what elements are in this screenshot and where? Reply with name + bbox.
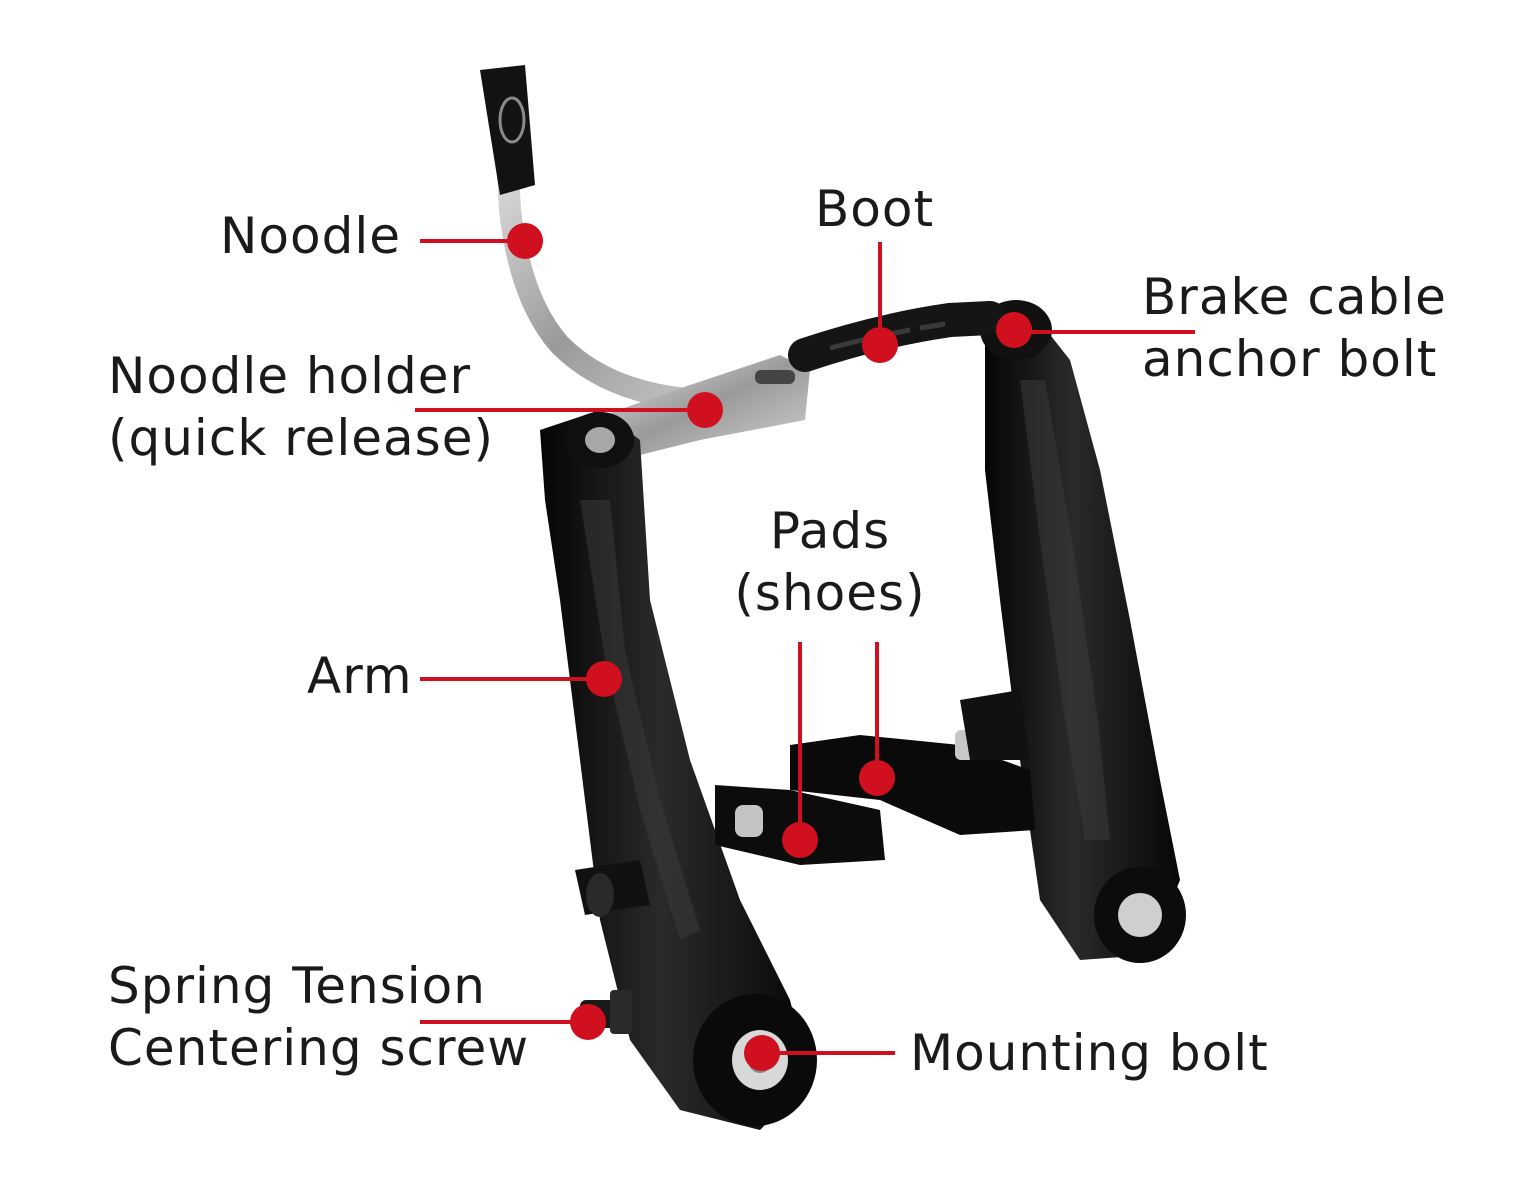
arm-label: Arm	[307, 645, 413, 707]
arm-label-line-1: Arm	[307, 647, 413, 705]
noodle-holder-callout	[415, 392, 723, 428]
noodle-label-line-1: Noodle	[220, 207, 401, 265]
boot-callout	[862, 242, 898, 363]
right-arm-bridge	[960, 690, 1030, 760]
brake-cable-anchor-bolt-callout	[996, 312, 1195, 348]
boot-shape	[788, 301, 1007, 372]
pads-label-line-1: Pads	[769, 502, 891, 560]
pads-label-line-2: (shoes)	[734, 564, 926, 622]
boot-label: Boot	[815, 178, 934, 240]
brake-cable-anchor-bolt-label-line-1: Brake cable	[1142, 268, 1447, 326]
brake-cable-anchor-bolt-label-line-2: anchor bolt	[1142, 330, 1438, 388]
spring-tension-label-line-2: Centering screw	[108, 1019, 530, 1077]
noodle-callout	[420, 223, 543, 259]
mounting-bolt-label-line-1: Mounting bolt	[910, 1024, 1269, 1082]
noodle-holder-label-line-1: Noodle holder	[108, 347, 472, 405]
noodle-holder-label-line-2: (quick release)	[108, 409, 494, 467]
pads-callout	[782, 642, 895, 858]
right-arm-shape	[980, 300, 1186, 963]
noodle-label: Noodle	[220, 205, 401, 267]
boot-label-line-1: Boot	[815, 180, 935, 238]
callouts	[415, 223, 1195, 1071]
noodle-holder-label: Noodle holder (quick release)	[108, 345, 494, 469]
brake-cable-anchor-bolt-label: Brake cable anchor bolt	[1142, 266, 1447, 390]
spring-tension-label: Spring Tension Centering screw	[108, 955, 529, 1079]
mounting-bolt-label: Mounting bolt	[910, 1022, 1269, 1084]
arm-callout	[420, 661, 622, 697]
spring-tension-label-line-1: Spring Tension	[108, 957, 486, 1015]
pads-label: Pads (shoes)	[720, 500, 940, 624]
mounting-bolt-callout	[744, 1035, 895, 1071]
spring-tension-callout	[420, 1004, 606, 1040]
